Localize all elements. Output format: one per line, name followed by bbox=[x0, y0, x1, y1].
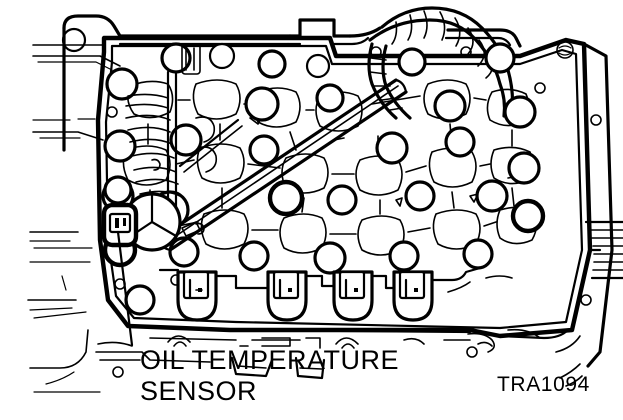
secondary-rib bbox=[178, 118, 243, 173]
valve-body-casting bbox=[95, 35, 593, 339]
transmission-case-fragments bbox=[27, 44, 121, 393]
case-upper-rail bbox=[61, 14, 522, 152]
shift-solenoid-1 bbox=[176, 270, 218, 322]
shift-solenoids bbox=[158, 266, 513, 322]
pan-rail-detail bbox=[95, 324, 570, 380]
shift-solenoid-4 bbox=[392, 270, 434, 322]
shift-solenoid-2 bbox=[266, 270, 308, 322]
case-right-wall bbox=[555, 41, 614, 387]
callout-leader-line bbox=[116, 230, 134, 347]
accumulator-bores bbox=[125, 93, 218, 197]
callout-label-line2: SENSOR bbox=[140, 376, 257, 406]
shift-solenoid-3 bbox=[332, 270, 374, 322]
oil-temperature-sensor-connector bbox=[101, 175, 139, 248]
casting-mark bbox=[556, 41, 574, 59]
figure-code-label: TRA1094 bbox=[497, 373, 590, 396]
callout-label-line1: OIL TEMPERATURE bbox=[140, 345, 399, 375]
diagonal-oil-channel bbox=[158, 78, 408, 252]
cooling-fins bbox=[584, 220, 623, 280]
